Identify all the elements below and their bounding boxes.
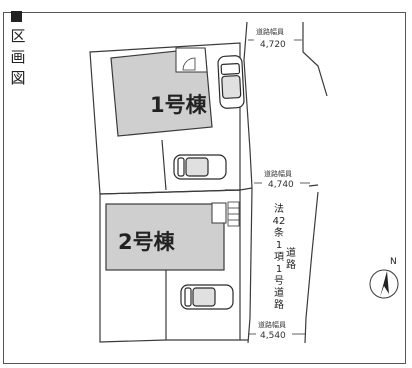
- map-frame: [3, 12, 406, 364]
- north-label: N: [390, 257, 397, 267]
- road-note-char: 道: [274, 286, 284, 299]
- road-width-value-1: 4,720: [260, 40, 286, 50]
- plan-title-char: 画: [10, 48, 26, 66]
- road-edge-mid-stub: [308, 184, 319, 187]
- lot-2-boundary: [99, 189, 241, 343]
- road-note-char: 42: [273, 216, 286, 227]
- road-note-char: 1: [276, 240, 282, 251]
- building-2: [105, 203, 225, 271]
- road-note-char: 条: [274, 226, 284, 239]
- road-width-label-1: 道路幅員: [256, 27, 284, 36]
- plan-title-char: 図: [10, 69, 26, 87]
- road-note-char: 1: [276, 264, 282, 275]
- road-width-value-3: 4,540: [260, 331, 286, 341]
- title-square-icon: [11, 11, 22, 22]
- door-swing-icon: [182, 57, 196, 71]
- road-edge-west: [243, 21, 253, 344]
- building-1-label: 1号棟: [150, 93, 208, 117]
- road-note-char: 号: [274, 275, 284, 287]
- road-width-value-2: 4,740: [268, 180, 294, 190]
- north-arrow-icon: [369, 269, 399, 299]
- car-icon: [180, 284, 234, 310]
- road-note-char: 路: [286, 258, 296, 271]
- building-2-label: 2号棟: [118, 230, 176, 254]
- road-note: 法 42 条 1 項 1 号 道 路 道 路: [273, 202, 296, 311]
- road-width-label-2: 道路幅員: [264, 169, 292, 178]
- road-note-char: 路: [274, 298, 284, 311]
- road-edge-north-east: [302, 22, 328, 97]
- road-note-char: 道: [286, 246, 296, 259]
- road-note-char: 法: [274, 202, 284, 215]
- building-1-entry-cutout: [175, 47, 208, 73]
- road-connector: [239, 187, 253, 191]
- road-edge-east: [304, 191, 319, 344]
- car-icon: [217, 55, 245, 109]
- road-width-label-3: 道路幅員: [258, 320, 286, 329]
- plan-title: 区 画 図: [10, 26, 26, 89]
- plan-title-char: 区: [10, 27, 26, 45]
- building-2-entry-cutout: [211, 202, 227, 224]
- car-icon: [173, 154, 227, 180]
- lot-1-inner-line: [161, 139, 167, 191]
- stair-icon: [227, 201, 240, 227]
- road-note-char: 項: [274, 251, 284, 263]
